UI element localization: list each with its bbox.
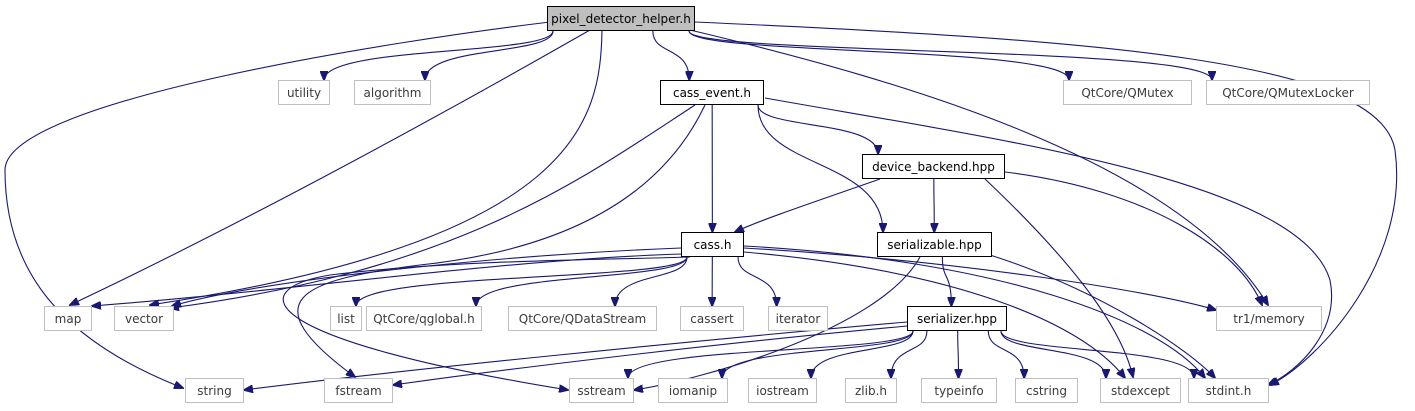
node-cassert[interactable]: cassert [680, 306, 744, 331]
edge-pdh-to-stdint [694, 21, 1398, 385]
edge-serializer-to-stdexcept [1000, 330, 1106, 378]
node-label: serializer.hpp [916, 311, 998, 326]
node-label: cass.h [693, 237, 732, 252]
edge-serializer-to-cstring [987, 330, 1024, 378]
edge-serializer-to-stdint [1000, 330, 1194, 378]
edge-pdh-to-qmutexlocker [688, 30, 1212, 80]
node-label: map [54, 311, 82, 326]
node-sstream[interactable]: sstream [569, 378, 634, 403]
node-label: stdexcept [1111, 383, 1170, 398]
edge-cass-event-to-stdint [764, 97, 1333, 385]
node-iterator[interactable]: iterator [768, 306, 828, 331]
edge-pdh-to-string [4, 21, 551, 388]
edge-cass-h-to-list [356, 256, 688, 306]
node-label: vector [124, 311, 164, 326]
node-pdh[interactable]: pixel_detector_helper.h [547, 6, 695, 31]
node-serializer[interactable]: serializer.hpp [907, 306, 1007, 331]
node-label: string [197, 383, 232, 398]
node-label: serializable.hpp [887, 237, 982, 252]
node-typeinfo[interactable]: typeinfo [921, 378, 997, 403]
edge-pdh-to-tr1memory [689, 29, 1268, 305]
node-label: pixel_detector_helper.h [551, 11, 691, 26]
edge-cass-event-to-serializable [757, 104, 883, 232]
node-label: zlib.h [854, 383, 887, 398]
edge-cass-event-to-fstream [297, 104, 706, 377]
node-label: iostream [756, 383, 809, 398]
node-map[interactable]: map [44, 306, 92, 331]
edge-cass-h-to-sstream [282, 256, 691, 390]
edge-cass-h-to-qdatastream [615, 256, 688, 306]
node-utility[interactable]: utility [278, 80, 330, 105]
edge-serializer-to-zlib [891, 330, 928, 378]
node-label: algorithm [363, 85, 422, 100]
edge-device-backend-to-cass-h [735, 178, 881, 232]
node-label: sstream [577, 383, 626, 398]
node-zlib[interactable]: zlib.h [845, 378, 897, 403]
node-fstream[interactable]: fstream [324, 378, 393, 403]
node-label: QtCore/QDataStream [518, 311, 647, 326]
node-label: utility [286, 85, 322, 100]
node-cass-h[interactable]: cass.h [681, 232, 744, 257]
node-label: list [337, 311, 355, 326]
edge-cass-event-to-vector [170, 104, 696, 308]
node-label: cassert [690, 311, 734, 326]
edge-serializable-to-serializer [941, 256, 951, 306]
node-label: iterator [775, 311, 821, 326]
edge-serializer-to-sstream [628, 330, 914, 378]
edge-serializer-to-iomanip [722, 330, 914, 378]
edge-cass-event-to-device-backend [757, 104, 878, 154]
node-cass-event[interactable]: cass_event.h [660, 80, 764, 105]
node-tr1memory[interactable]: tr1/memory [1216, 306, 1322, 331]
edge-cass-h-to-map [92, 253, 682, 306]
node-label: cstring [1025, 383, 1068, 398]
node-iostream[interactable]: iostream [748, 378, 817, 403]
edge-cass-h-to-tr1memory [743, 247, 1216, 310]
node-serializable[interactable]: serializable.hpp [877, 232, 992, 257]
edge-cass-h-to-vector [172, 247, 682, 306]
edge-pdh-to-utility [324, 30, 554, 80]
node-label: tr1/memory [1233, 311, 1305, 326]
node-label: fstream [335, 383, 382, 398]
node-qdatastream[interactable]: QtCore/QDataStream [508, 306, 657, 331]
edge-device-backend-to-tr1memory [1004, 171, 1262, 305]
edge-serializer-to-typeinfo [958, 330, 959, 378]
node-cstring[interactable]: cstring [1015, 378, 1078, 403]
node-label: iomanip [668, 383, 718, 398]
node-qmutexlocker[interactable]: QtCore/QMutexLocker [1206, 80, 1370, 105]
node-device-backend[interactable]: device_backend.hpp [862, 154, 1005, 179]
edge-cass-h-to-stdint [743, 245, 1205, 378]
edge-cass-h-to-stdexcept [743, 251, 1125, 378]
edge-cass-h-to-qglobal [476, 256, 688, 306]
node-qglobal[interactable]: QtCore/qglobal.h [366, 306, 482, 331]
edge-cass-h-to-iterator [737, 256, 777, 306]
node-label: cass_event.h [672, 85, 752, 100]
edge-serializer-to-iostream [811, 330, 914, 378]
edge-pdh-to-vector [150, 30, 603, 305]
node-string[interactable]: string [185, 378, 244, 403]
edge-serializer-to-fstream [393, 325, 908, 385]
edge-pdh-to-algorithm [425, 30, 554, 80]
node-label: QtCore/qglobal.h [373, 311, 475, 326]
node-stdexcept[interactable]: stdexcept [1100, 378, 1181, 403]
node-label: stdint.h [1205, 383, 1252, 398]
edge-serializable-to-stdint [989, 254, 1215, 378]
edge-pdh-to-map [70, 29, 591, 305]
node-label: typeinfo [934, 383, 984, 398]
node-vector[interactable]: vector [114, 306, 174, 331]
node-label: QtCore/QMutexLocker [1222, 85, 1354, 100]
edge-pdh-to-qmutex [688, 30, 1069, 80]
node-stdint[interactable]: stdint.h [1188, 378, 1269, 403]
node-label: QtCore/QMutex [1081, 85, 1174, 100]
node-list[interactable]: list [330, 306, 362, 331]
node-algorithm[interactable]: algorithm [354, 80, 431, 105]
edge-pdh-to-cass-event [652, 30, 689, 80]
node-iomanip[interactable]: iomanip [658, 378, 728, 403]
node-qmutex[interactable]: QtCore/QMutex [1063, 80, 1192, 105]
node-label: device_backend.hpp [872, 159, 995, 174]
